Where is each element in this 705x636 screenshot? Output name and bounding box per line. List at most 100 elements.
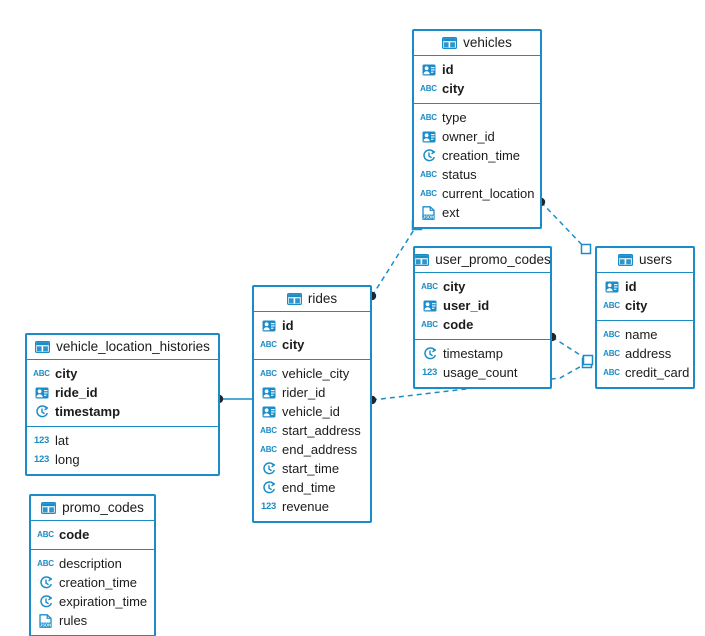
field-row[interactable]: timestamp [415, 344, 550, 363]
abc-icon: ABC [420, 83, 437, 93]
field-row[interactable]: rider_id [254, 383, 370, 402]
field-row[interactable]: user_id [415, 296, 550, 315]
field-name: creation_time [442, 148, 521, 163]
table-header-users[interactable]: users [597, 248, 693, 273]
abc-icon: ABC [37, 558, 54, 568]
abc-icon: ABC [420, 188, 437, 198]
table-name: vehicles [463, 35, 512, 51]
abc-icon: ABC [420, 169, 437, 179]
field-row[interactable]: ABC current_location [414, 184, 540, 203]
field-name: ext [442, 205, 460, 220]
table-header-promo_codes[interactable]: promo_codes [31, 496, 154, 521]
table-name: rides [307, 291, 338, 307]
field-row[interactable]: id [597, 277, 693, 296]
table-header-user_promo_codes[interactable]: user_promo_codes [414, 248, 551, 273]
key-icon [261, 386, 276, 400]
abc-icon: ABC [33, 368, 50, 378]
abc-icon: ABC [420, 112, 437, 122]
field-row[interactable]: timestamp [27, 402, 218, 421]
field-row[interactable]: ABC type [414, 108, 540, 127]
abc-icon: ABC [421, 319, 438, 329]
key-icon [34, 386, 49, 400]
field-row[interactable]: ride_id [27, 383, 218, 402]
relationship-target-square [580, 243, 592, 255]
relationship-user_promo_codes-to-users[interactable] [547, 332, 594, 366]
table-header-rides[interactable]: rides [254, 287, 370, 312]
field-name: ride_id [55, 385, 98, 400]
field-name: city [55, 366, 78, 381]
relationship-vehicle_location_histories-to-rides[interactable] [214, 394, 252, 404]
key-icon [422, 299, 437, 313]
table-header-vehicle_location_histories[interactable]: vehicle_location_histories [27, 335, 218, 360]
table-name: vehicle_location_histories [56, 339, 210, 355]
key-icon [421, 130, 436, 144]
relationship-line [540, 201, 587, 250]
field-name: start_time [282, 461, 340, 476]
clock-icon [261, 480, 276, 495]
table-icon [442, 36, 458, 50]
abc-icon: ABC [603, 329, 620, 339]
field-name: code [59, 527, 90, 542]
field-row[interactable]: ABC status [414, 165, 540, 184]
json-icon: JSON [38, 613, 53, 628]
field-row[interactable]: vehicle_id [254, 402, 370, 421]
field-row[interactable]: creation_time [414, 146, 540, 165]
num-icon: 123 [261, 500, 276, 512]
field-name: city [625, 298, 648, 313]
field-name: type [442, 110, 467, 125]
field-row[interactable]: id [414, 60, 540, 79]
field-row[interactable]: end_time [254, 478, 370, 497]
table-header-vehicles[interactable]: vehicles [414, 31, 540, 56]
field-name: user_id [443, 298, 490, 313]
relationship-line [371, 224, 418, 297]
table-name: promo_codes [62, 500, 144, 516]
field-name: id [282, 318, 294, 333]
table-icon [35, 340, 51, 354]
field-row[interactable]: start_time [254, 459, 370, 478]
field-row[interactable]: creation_time [31, 573, 154, 592]
field-row[interactable]: ABC city [27, 364, 218, 383]
field-name: expiration_time [59, 594, 148, 609]
relationship-target-square [581, 357, 593, 369]
field-row[interactable]: id [254, 316, 370, 335]
field-name: lat [55, 433, 69, 448]
field-name: current_location [442, 186, 535, 201]
key-icon [421, 63, 436, 77]
field-name: id [625, 279, 637, 294]
field-row[interactable]: expiration_time [31, 592, 154, 611]
num-icon: 123 [34, 453, 49, 465]
field-name: status [442, 167, 477, 182]
key-icon [604, 280, 619, 294]
field-row[interactable]: owner_id [414, 127, 540, 146]
clock-icon [38, 594, 53, 609]
